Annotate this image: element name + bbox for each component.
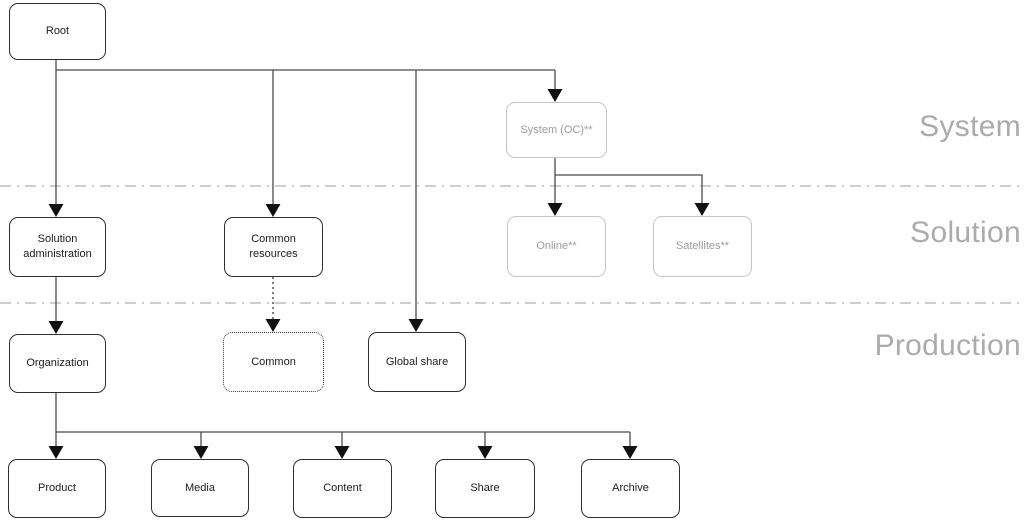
node-content-label: Content (323, 482, 362, 495)
arrowheads (48, 89, 710, 459)
node-online: Online** (507, 216, 606, 277)
node-archive-label: Archive (612, 482, 649, 495)
node-content: Content (293, 459, 392, 518)
node-common-label: Common (251, 355, 296, 368)
node-root-label: Root (45, 25, 70, 38)
node-archive: Archive (581, 459, 680, 518)
node-media: Media (151, 459, 249, 517)
node-common-resources-label: Common resources (249, 233, 298, 260)
node-organization: Organization (9, 334, 106, 393)
node-organization-label: Organization (26, 357, 89, 370)
node-satellites: Satellites** (653, 216, 752, 277)
node-common: Common (223, 332, 324, 392)
zone-label-production: Production (874, 329, 1021, 362)
node-online-label: Online** (536, 240, 577, 253)
node-media-label: Media (185, 481, 215, 494)
node-system-oc: System (OC)** (506, 102, 607, 158)
zone-label-system: System (919, 110, 1021, 143)
node-share-label: Share (470, 482, 500, 495)
node-solution-administration-label: Solution administration (23, 233, 92, 260)
node-global-share-label: Global share (385, 355, 449, 368)
node-satellites-label: Satellites** (675, 240, 730, 253)
node-global-share: Global share (368, 332, 466, 392)
node-root: Root (9, 3, 106, 60)
zone-label-solution: Solution (910, 216, 1021, 249)
node-solution-administration: Solution administration (9, 217, 106, 277)
node-share: Share (435, 459, 535, 518)
connector-lines (55, 60, 703, 448)
node-common-resources: Common resources (224, 217, 323, 277)
node-product: Product (8, 459, 106, 518)
node-system-oc-label: System (OC)** (520, 123, 593, 136)
node-product-label: Product (38, 482, 76, 495)
